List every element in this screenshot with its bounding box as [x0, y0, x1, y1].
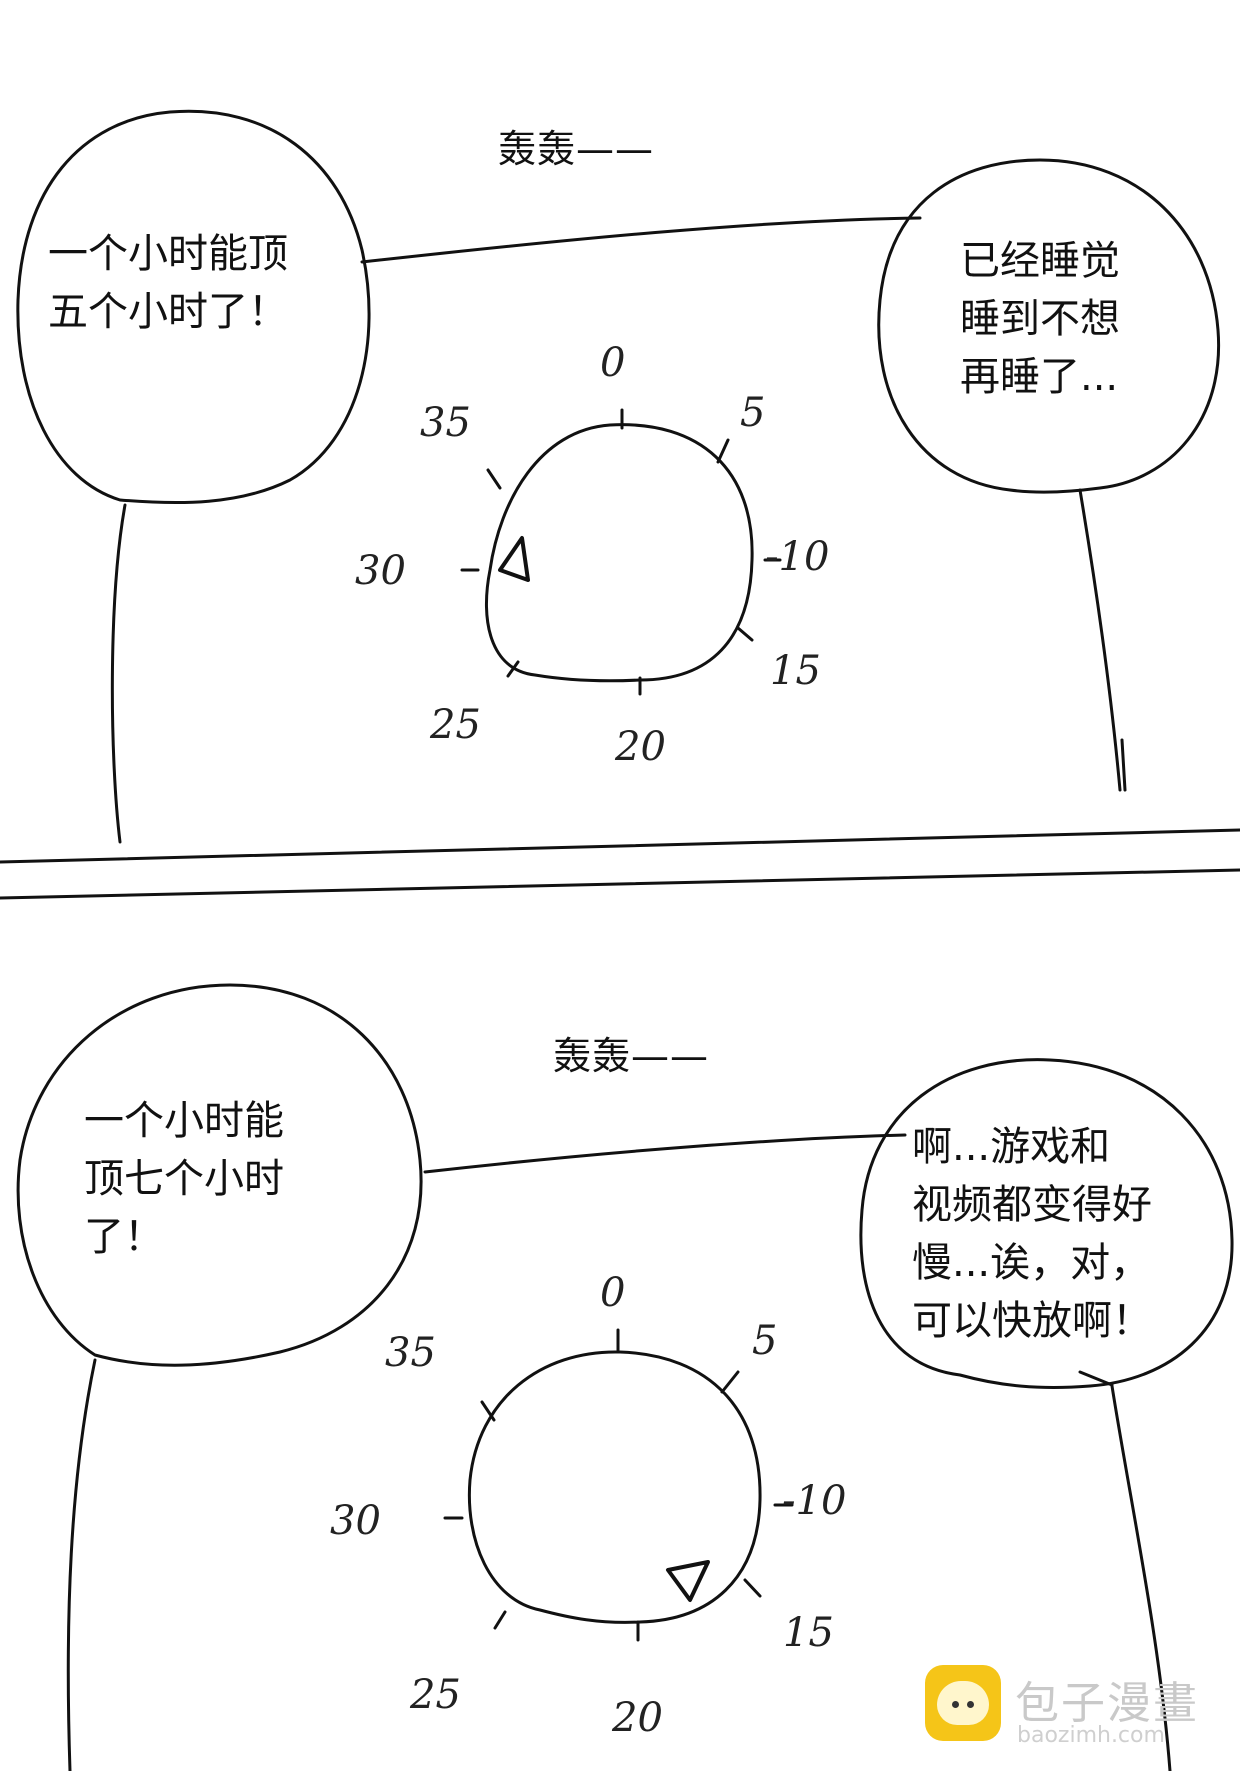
bottom-dial-label-10: -10 [782, 1478, 847, 1524]
top-dial-label-20: 20 [615, 724, 666, 770]
watermark-url: baozimh.com [1017, 1723, 1165, 1748]
bottom-right-speech: 啊...游戏和 视频都变得好 慢...诶，对， 可以快放啊！ [912, 1118, 1152, 1350]
watermark-logo: 包子漫畫 baozimh.com [925, 1665, 1225, 1765]
bottom-right-speech-line-2: 视频都变得好 [912, 1182, 1152, 1228]
bottom-right-bubble-outline [859, 1058, 1234, 1390]
top-left-speech-line-2: 五个小时了！ [48, 289, 288, 335]
top-connector-line [360, 216, 922, 264]
bottom-left-speech: 一个小时能 顶七个小时 了！ [84, 1092, 284, 1266]
top-left-figure-line [110, 503, 127, 844]
bottom-dial-label-0: 0 [600, 1270, 626, 1316]
bottom-dial-label-35: 35 [385, 1330, 436, 1376]
bottom-right-speech-line-4: 可以快放啊！ [912, 1298, 1152, 1344]
top-sound-effect: 轰轰—— [498, 127, 655, 171]
top-dial-pointer [498, 536, 530, 582]
top-dial-label-25: 25 [430, 702, 481, 748]
bottom-dial-label-20: 20 [612, 1695, 663, 1741]
top-dial-label-30: 30 [355, 548, 406, 594]
bottom-sound-effect: 轰轰—— [553, 1034, 710, 1078]
top-dial-label-0: 0 [600, 340, 626, 386]
top-dial-circle [484, 423, 754, 683]
bottom-connector-line [423, 1133, 907, 1174]
bottom-right-figure-line [1110, 1384, 1172, 1771]
top-dial-label-15: 15 [770, 648, 821, 694]
bottom-dial-label-15: 15 [783, 1610, 834, 1656]
bottom-dial-pointer [666, 1560, 710, 1602]
top-right-figure-line [1078, 488, 1122, 792]
bottom-dial-circle [467, 1350, 762, 1624]
top-right-bubble-outline [877, 158, 1221, 494]
top-right-speech: 已经睡觉 睡到不想 再睡了... [960, 232, 1120, 406]
bottom-left-bubble-outline [16, 983, 423, 1367]
top-dial-label-5: 5 [740, 390, 766, 436]
bottom-dial-label-30: 30 [330, 1498, 381, 1544]
top-dial-label-35: 35 [420, 400, 471, 446]
panel-divider-bottom [0, 868, 1240, 900]
panel-divider-top [0, 828, 1240, 864]
watermark-name: 包子漫畫 [1015, 1678, 1199, 1729]
top-left-speech: 一个小时能顶 五个小时了！ [48, 225, 288, 341]
top-left-speech-line-1: 一个小时能顶 [48, 231, 288, 277]
top-right-speech-line-2: 睡到不想 [960, 296, 1120, 342]
bottom-dial-label-25: 25 [410, 1672, 461, 1718]
bottom-dial-label-5: 5 [752, 1318, 778, 1364]
bottom-left-speech-line-1: 一个小时能 [84, 1098, 284, 1144]
bottom-left-speech-line-3: 了！ [84, 1214, 164, 1260]
top-right-speech-line-3: 再睡了... [960, 354, 1119, 400]
bottom-left-speech-line-2: 顶七个小时 [84, 1156, 284, 1202]
bottom-right-speech-line-1: 啊...游戏和 [912, 1124, 1111, 1170]
bun-mascot-icon [925, 1665, 1001, 1741]
top-dial-label-10: -10 [765, 534, 830, 580]
top-right-speech-line-1: 已经睡觉 [960, 238, 1120, 284]
top-left-bubble-outline [16, 109, 371, 505]
bottom-left-figure-line [66, 1358, 97, 1771]
bottom-right-speech-line-3: 慢...诶，对， [912, 1240, 1151, 1286]
